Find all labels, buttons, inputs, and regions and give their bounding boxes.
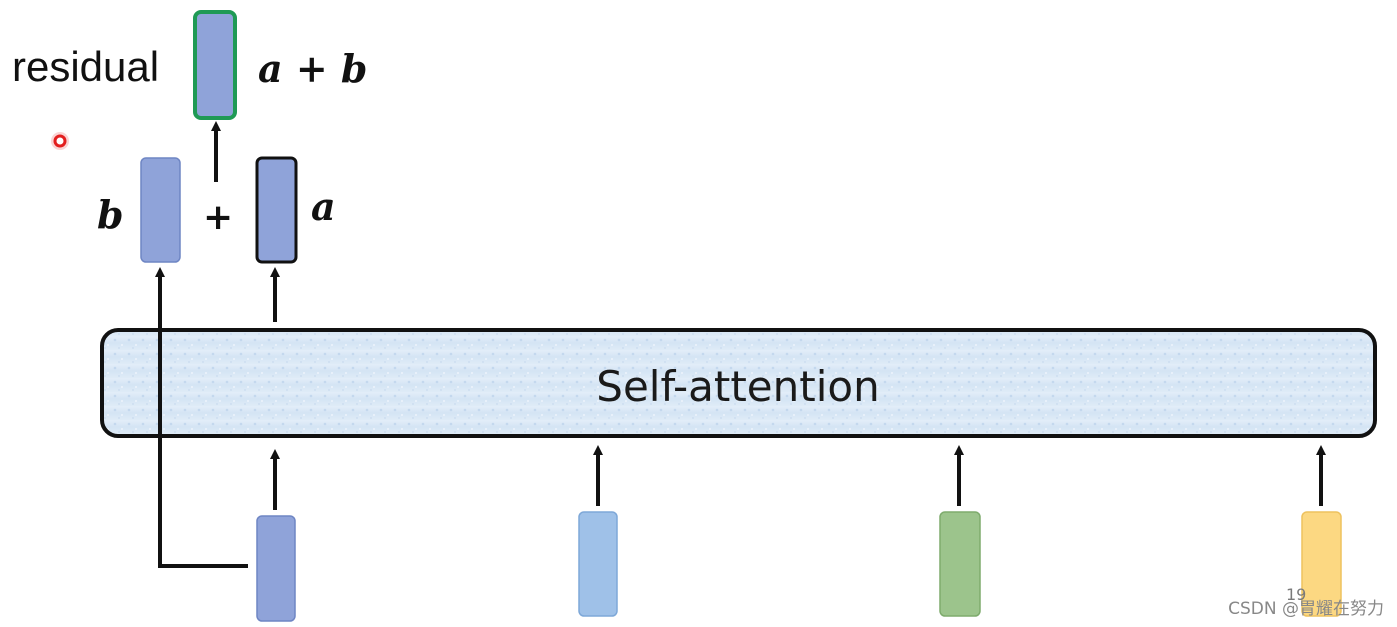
sum-label: a + b: [258, 46, 368, 91]
attention-output-vector-a: [255, 156, 298, 264]
pointer-dot-core: [53, 134, 67, 148]
self-attention-label: Self-attention: [596, 362, 879, 411]
page-number: 19: [1286, 585, 1306, 604]
input-vector-4: [1301, 511, 1342, 617]
plus-sign: +: [203, 197, 233, 238]
self-attention-block: [100, 328, 1377, 438]
a-label: a: [311, 184, 336, 229]
input-vector-1: [256, 515, 296, 622]
input-vector-3: [939, 511, 981, 617]
input-copy-vector-b: [140, 157, 181, 263]
b-label: b: [97, 192, 124, 237]
watermark: CSDN @胃耀在努力: [1228, 599, 1384, 619]
input-vector-2: [578, 511, 618, 617]
residual-label: residual: [12, 43, 159, 90]
residual-output-vector: [193, 10, 237, 120]
